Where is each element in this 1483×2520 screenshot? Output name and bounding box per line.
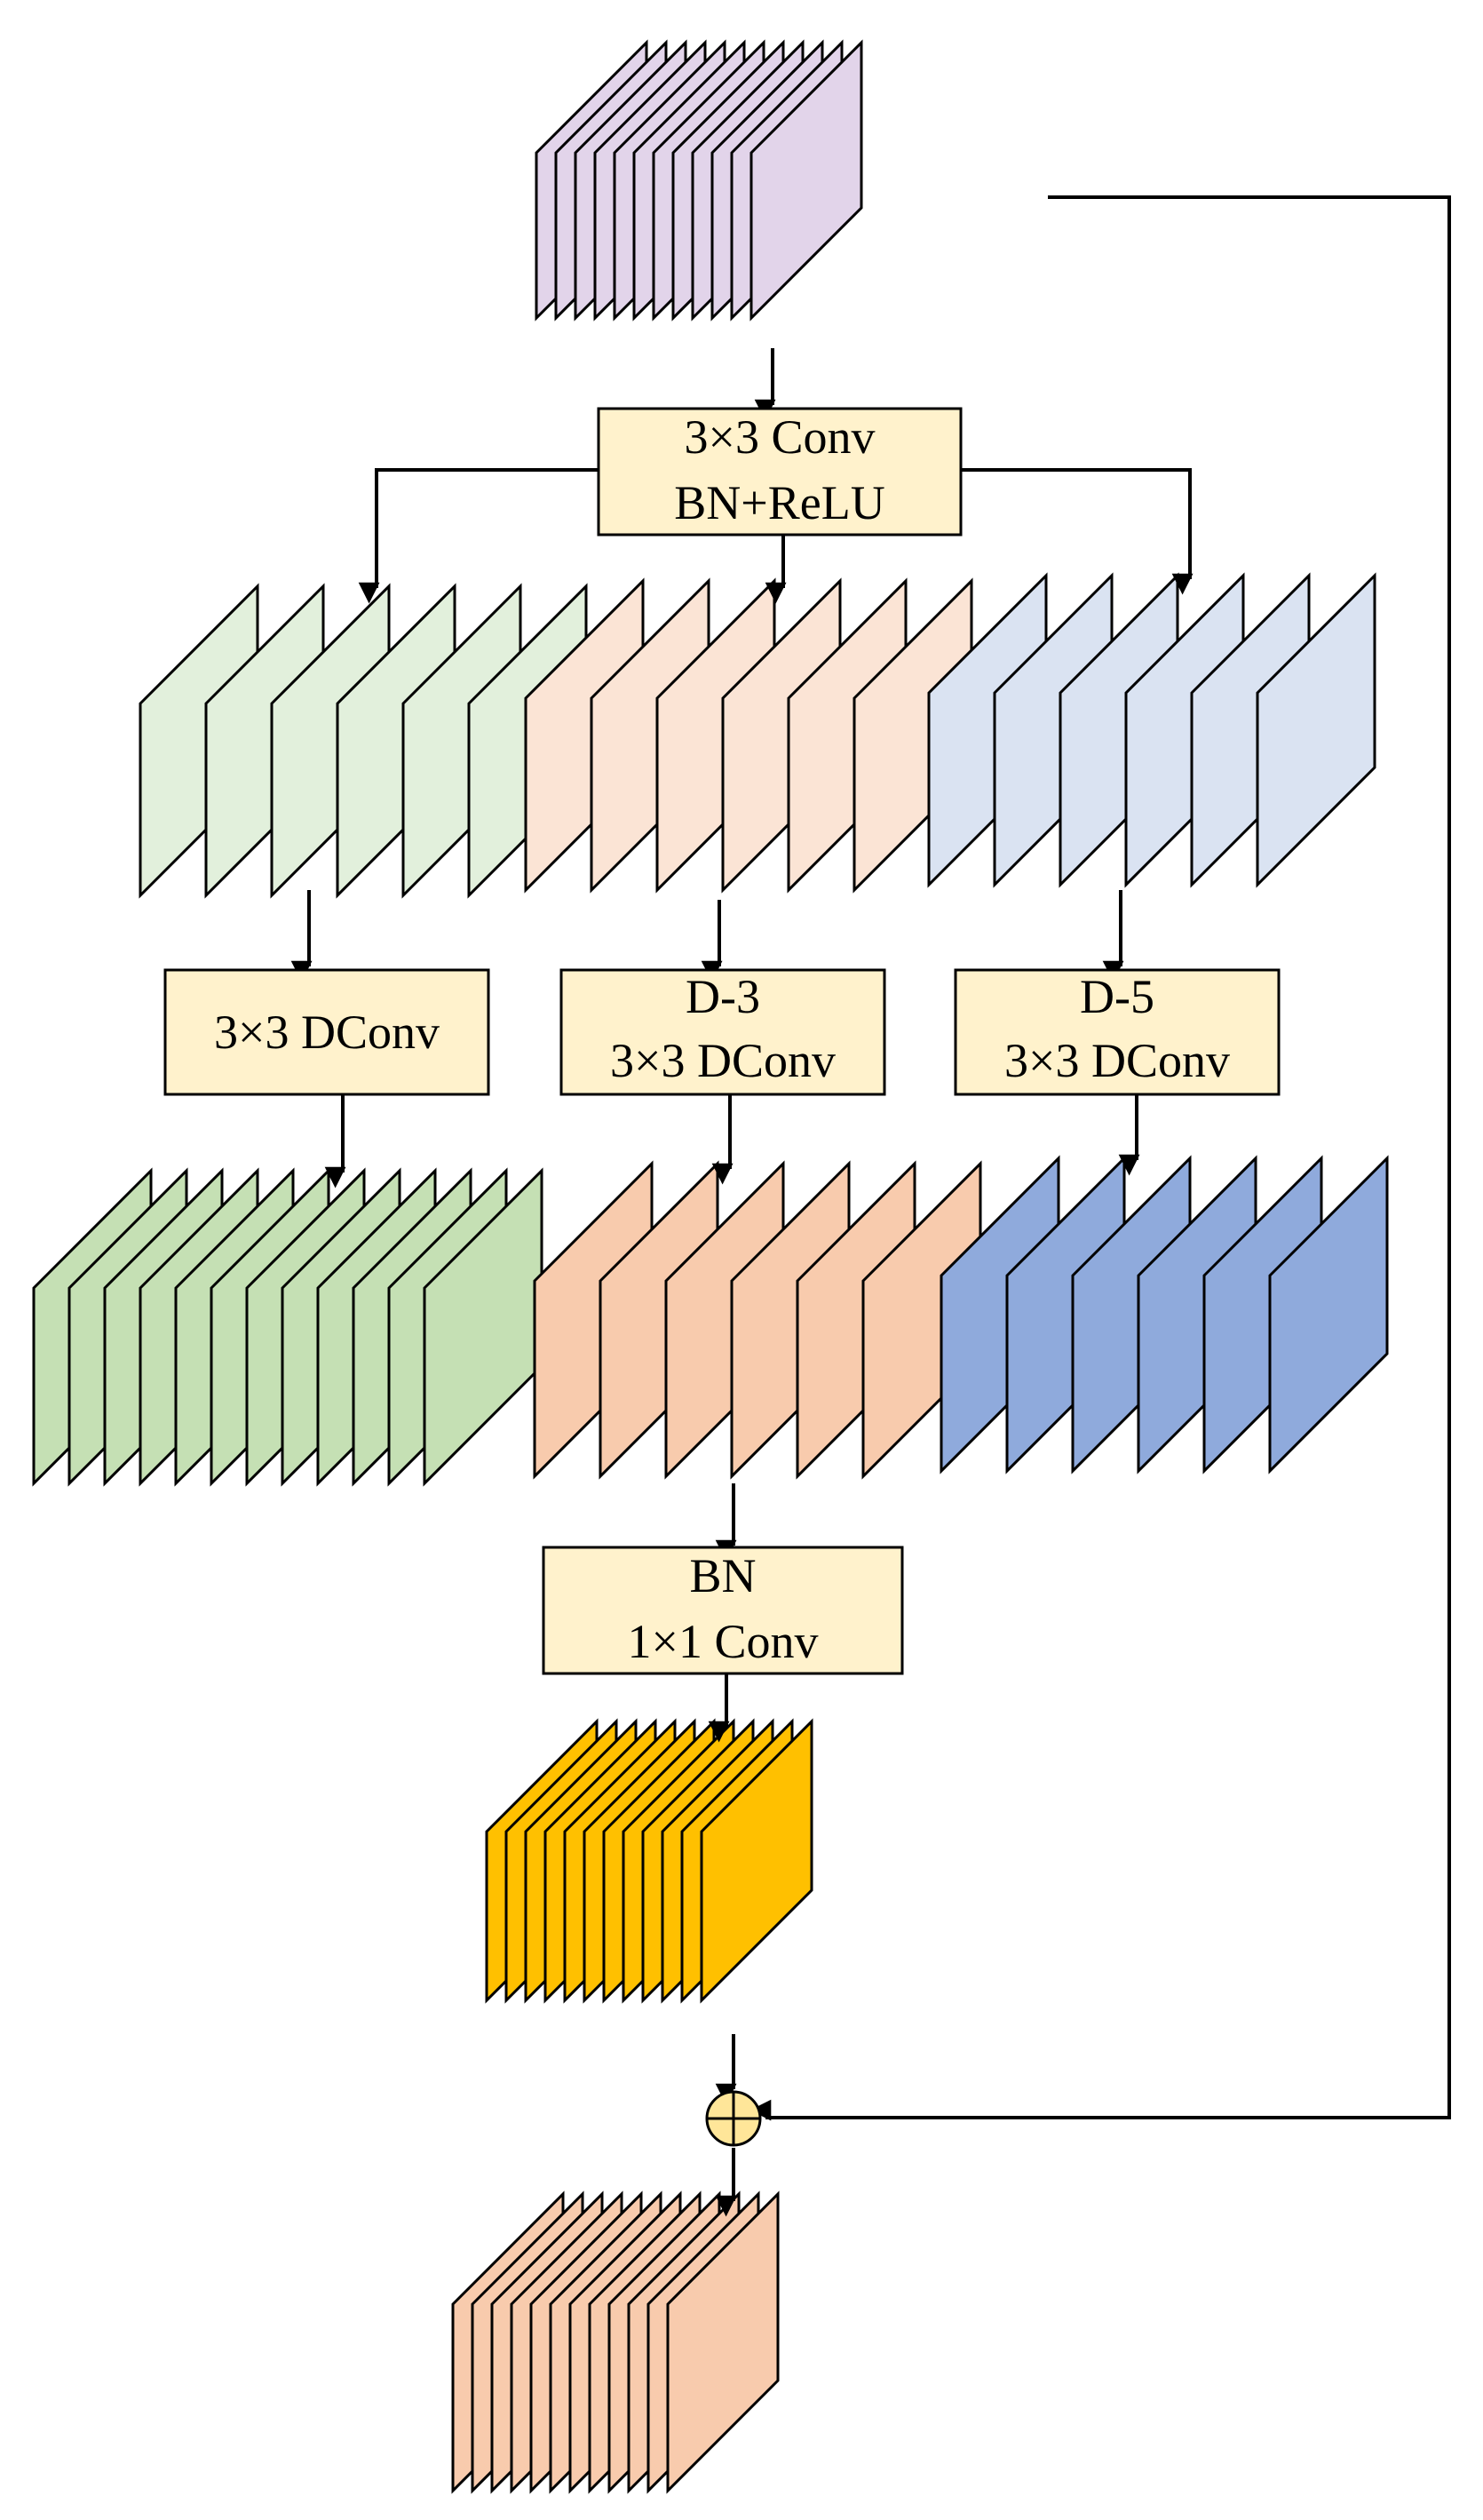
dconv-branch3-line1: D-5 — [1080, 970, 1154, 1023]
conv-bn-relu-box-rect — [597, 407, 963, 537]
branch2-dilated-stack — [533, 1160, 982, 1480]
connectors — [290, 195, 1451, 2217]
dconv-branch2-box-rect — [559, 968, 886, 1096]
conv-bn-relu-box: 3×3 Conv BN+ReLU — [597, 407, 963, 537]
dconv-branch1-box: 3×3 DConv — [163, 968, 490, 1096]
dconv-branch1-box-rect — [163, 968, 490, 1096]
bn-conv1x1-box: BN 1×1 Conv — [542, 1546, 904, 1675]
branch3-feature-stack — [927, 572, 1376, 888]
input-feature-stack — [535, 39, 863, 322]
dconv-branch2-line2: 3×3 DConv — [610, 1034, 836, 1087]
branch3-dilated-stack — [940, 1155, 1389, 1475]
skip-connection-arrow — [749, 195, 1451, 2121]
dconv-branch3-line2: 3×3 DConv — [1004, 1034, 1230, 1087]
arrow-conv-to-branch3 — [961, 468, 1194, 595]
bn-conv1x1-line2: 1×1 Conv — [628, 1615, 819, 1668]
fused-plane — [700, 1718, 813, 2004]
branch2-feature-stack — [524, 577, 973, 894]
bn-conv1x1-box-rect — [542, 1546, 904, 1675]
dconv-branch3-box-rect — [954, 968, 1281, 1096]
output-plane — [666, 2190, 780, 2494]
input-plane — [749, 39, 863, 322]
output-feature-stack — [451, 2190, 780, 2494]
arrow-conv-to-branch1 — [358, 468, 599, 604]
branch3-plane — [1256, 572, 1376, 888]
dconv-branch2-line1: D-3 — [686, 970, 760, 1023]
fused-feature-stack — [485, 1718, 813, 2004]
dconv-branch1-line1: 3×3 DConv — [214, 1006, 440, 1059]
dilated3-plane — [1268, 1155, 1389, 1475]
circled-plus-icon — [705, 2090, 762, 2147]
conv-bn-relu-line2: BN+ReLU — [674, 476, 884, 529]
conv-bn-relu-line1: 3×3 Conv — [685, 410, 876, 464]
branch1-feature-stack — [139, 583, 588, 899]
dconv-branch3-box: D-5 3×3 DConv — [954, 968, 1281, 1096]
dconv-branch2-box: D-3 3×3 DConv — [559, 968, 886, 1096]
branch1-dilated-stack — [32, 1167, 543, 1487]
bn-conv1x1-line1: BN — [689, 1549, 756, 1602]
